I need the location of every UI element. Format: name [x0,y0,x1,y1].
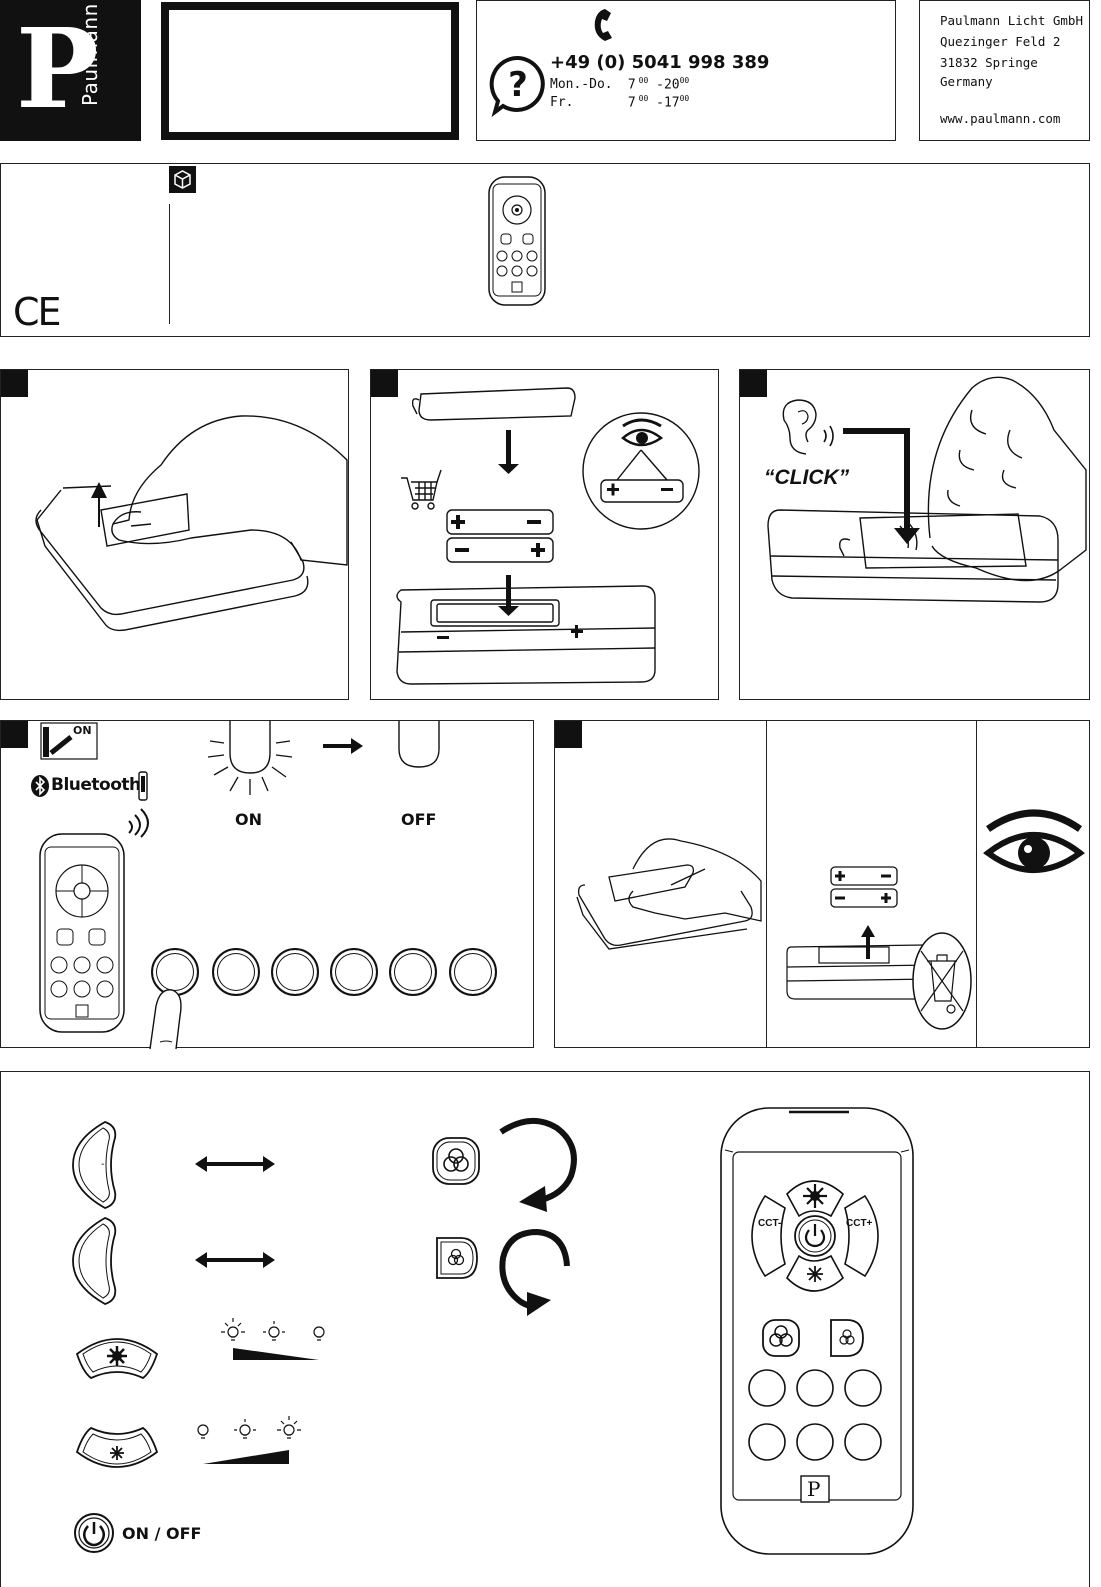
brightness-down-button-icon[interactable] [73,1422,161,1478]
step-number-marker [555,721,582,748]
rotate-counterclockwise-icon [499,1118,577,1212]
step-number-marker [1,370,28,397]
step-number-marker [740,370,767,397]
cct-minus-symbol: - [101,1159,105,1170]
wall-switch-icon [40,722,98,760]
zone-button-2[interactable] [212,948,260,996]
product-panel: CE [0,163,1090,337]
cct-plus-label: CCT+ [846,1218,873,1229]
phone-device-icon [138,771,148,801]
off-label: OFF [401,810,437,829]
address-box: Paulmann Licht GmbH Quezinger Feld 2 318… [919,0,1090,141]
website: www.paulmann.com [940,111,1061,126]
step-2-panel [370,369,719,700]
cct-minus-label: CCT- [758,1218,782,1229]
open-battery-cover-illustration [35,415,348,632]
power-icon[interactable] [73,1512,115,1554]
switch-on-label: ON [73,724,92,737]
hours-day: Mon.-Do. [550,77,613,93]
signal-waves-icon [128,808,149,838]
help-question-icon: ? [489,55,545,118]
arrow-right-icon [323,738,363,754]
address-line: Paulmann Licht GmbH [940,13,1083,28]
cct-plus-button-icon[interactable] [69,1216,119,1306]
logo-letter: P [16,4,99,133]
scene-button-icon[interactable] [431,1234,481,1284]
package-contents-icon [169,166,196,193]
hours-to: 17 [663,95,680,111]
remote-control-large [720,1107,914,1555]
divider [766,721,767,1047]
address-line: Germany [940,74,993,89]
step-5-panel [554,720,1090,1048]
hours-from: 7 [627,95,636,111]
bulb-off-icon [398,721,440,768]
zone-button-5[interactable] [389,948,437,996]
zone-button-3[interactable] [271,948,319,996]
ear-listen-icon [782,399,834,455]
open-cover-small-illustration [576,838,762,950]
bluetooth-icon [31,775,49,797]
hotline-phone: +49 (0) 5041 998 389 [550,52,770,73]
paulmann-logo: P Paulmann [0,0,141,141]
step-3-panel: “CLICK” [739,369,1090,700]
ce-mark: CE [13,290,62,334]
rotate-clockwise-icon [499,1228,570,1316]
hours-from-sup: 00 [638,94,649,103]
insert-batteries-illustration [396,387,700,685]
step-1-panel [0,369,349,700]
step-4-panel: ON Bluetooth ON OFF [0,720,534,1050]
hours-from-sup: 00 [638,76,649,85]
on-label: ON [235,810,262,829]
close-battery-cover-illustration [767,376,1087,603]
hours-to-sup: 00 [679,76,690,85]
function-legend-panel: - [0,1071,1090,1587]
label-field [161,2,459,140]
hours-to: 20 [663,77,680,93]
finger-press-icon [149,989,182,1050]
remote-control-thumbnail [488,176,546,306]
batteries-icon [830,866,898,908]
eye-icon [983,809,1085,873]
double-arrow-icon [195,1252,275,1268]
hours-day: Fr. [550,95,574,111]
color-scene-button-icon[interactable] [431,1136,483,1188]
waste-bin-crossed-icon [912,932,972,1030]
divider [976,721,977,1047]
remote-logo: P [807,1477,821,1501]
svg-text:?: ? [508,65,528,105]
bulb-on-icon [207,721,293,795]
zone-button-4[interactable] [330,948,378,996]
brightness-decrease-scale-icon [197,1416,301,1464]
brightness-up-button-icon[interactable] [73,1328,161,1384]
step-number-marker [371,370,398,397]
step-number-marker [1,721,28,748]
divider [169,204,170,324]
double-arrow-icon [195,1156,275,1172]
address-line: 31832 Springe [940,55,1038,70]
bluetooth-label: Bluetooth [51,775,141,795]
remote-control-small [39,833,125,1033]
address-line: Quezinger Feld 2 [940,34,1061,49]
on-off-label: ON / OFF [122,1524,202,1543]
hours-from: 7 [627,77,636,93]
logo-name: Paulmann [78,3,102,106]
zone-button-6[interactable] [449,948,497,996]
phone-icon [594,9,612,41]
arrow-up-icon [861,925,875,959]
hours-to-sup: 00 [679,94,690,103]
cct-minus-button-icon[interactable] [69,1120,119,1210]
click-label: “CLICK” [764,466,850,489]
brightness-increase-scale-icon [221,1318,325,1360]
